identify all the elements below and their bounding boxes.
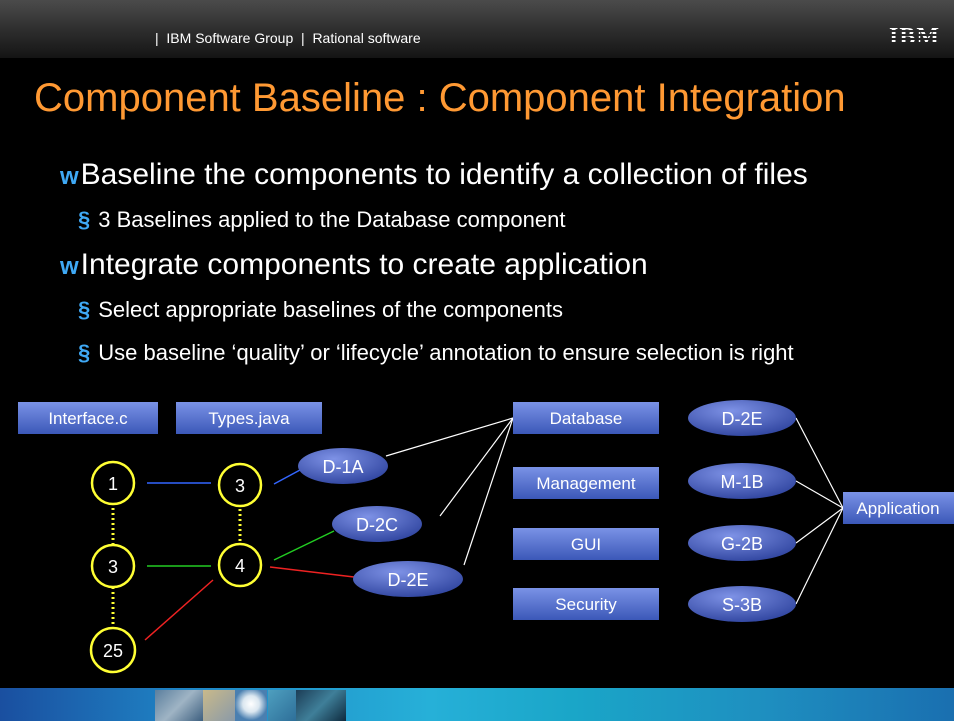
- selected-baseline-g-2b: G-2B: [688, 525, 796, 561]
- footer-photo: [235, 690, 267, 721]
- interface-version-25: 25: [89, 626, 137, 674]
- bullet-1: wBaseline the components to identify a c…: [60, 158, 808, 192]
- footer-photo: [155, 690, 203, 721]
- file-label: Interface.c: [48, 409, 128, 428]
- sub-bullet-1-1-text: 3 Baselines applied to the Database comp…: [98, 207, 566, 232]
- sub-bullet-2-2-text: Use baseline ‘quality’ or ‘lifecycle’ an…: [98, 340, 794, 365]
- file-label: Types.java: [208, 409, 290, 428]
- selected-baseline-label: D-2E: [721, 409, 762, 429]
- version-label: 1: [108, 474, 118, 494]
- footer-strip: [0, 688, 954, 721]
- types-version-3: 3: [217, 462, 263, 508]
- interface-version-3: 3: [90, 543, 136, 589]
- integration-diagram: Interface.c Types.java 1 3 25 3 4: [18, 400, 954, 674]
- baseline-d-2e: D-2E: [353, 561, 463, 597]
- bullet-2-text: Integrate components to create applicati…: [80, 248, 648, 281]
- component-security: Security: [513, 588, 659, 620]
- component-label: GUI: [571, 535, 601, 554]
- selected-baseline-label: M-1B: [720, 472, 763, 492]
- baseline-d-1a: D-1A: [298, 448, 388, 484]
- header-org-text: | IBM Software Group | Rational software: [155, 30, 421, 46]
- file-box-types: Types.java: [176, 402, 322, 434]
- application-box: Application: [843, 492, 954, 524]
- sub-bullet-2-2: § Use baseline ‘quality’ or ‘lifecycle’ a…: [78, 340, 794, 366]
- slide-title: Component Baseline : Component Integrati…: [34, 76, 846, 120]
- ibm-logo: IBM: [889, 24, 940, 50]
- baseline-label: D-2E: [387, 570, 428, 590]
- bullet-marker: w: [60, 253, 79, 280]
- baseline-label: D-2C: [356, 515, 398, 535]
- version-label: 3: [235, 476, 245, 496]
- component-database: Database: [513, 402, 659, 434]
- baseline-label: D-1A: [322, 457, 363, 477]
- sub-bullet-2-1: § Select appropriate baselines of the com…: [78, 297, 563, 323]
- selected-baseline-d-2e: D-2E: [688, 400, 796, 436]
- component-label: Security: [555, 595, 617, 614]
- bullet-1-text: Baseline the components to identify a co…: [80, 158, 808, 191]
- header-bar: | IBM Software Group | Rational software…: [0, 0, 954, 58]
- version-label: 4: [235, 556, 245, 576]
- component-label: Management: [536, 474, 636, 493]
- sub-bullet-marker: §: [78, 340, 91, 365]
- baseline-d-2c: D-2C: [332, 506, 422, 542]
- footer-photo: [268, 690, 296, 721]
- footer-photo: [203, 690, 235, 721]
- selected-baseline-label: S-3B: [722, 595, 762, 615]
- component-management: Management: [513, 467, 659, 499]
- selected-baseline-m-1b: M-1B: [688, 463, 796, 499]
- file-box-interface: Interface.c: [18, 402, 158, 434]
- selected-baseline-label: G-2B: [721, 534, 763, 554]
- connector-lines: [111, 417, 844, 641]
- component-gui: GUI: [513, 528, 659, 560]
- sub-bullet-1-1: § 3 Baselines applied to the Database com…: [78, 207, 565, 233]
- sub-bullet-marker: §: [78, 297, 91, 322]
- interface-version-1: 1: [90, 460, 136, 506]
- application-label: Application: [856, 499, 939, 518]
- footer-photo: [296, 690, 346, 721]
- version-label: 3: [108, 557, 118, 577]
- types-version-4: 4: [217, 542, 263, 588]
- bullet-marker: w: [60, 163, 79, 190]
- component-label: Database: [550, 409, 623, 428]
- selected-baseline-s-3b: S-3B: [688, 586, 796, 622]
- sub-bullet-2-1-text: Select appropriate baselines of the comp…: [98, 297, 563, 322]
- bullet-2: wIntegrate components to create applicat…: [60, 248, 648, 282]
- version-label: 25: [103, 641, 123, 661]
- sub-bullet-marker: §: [78, 207, 91, 232]
